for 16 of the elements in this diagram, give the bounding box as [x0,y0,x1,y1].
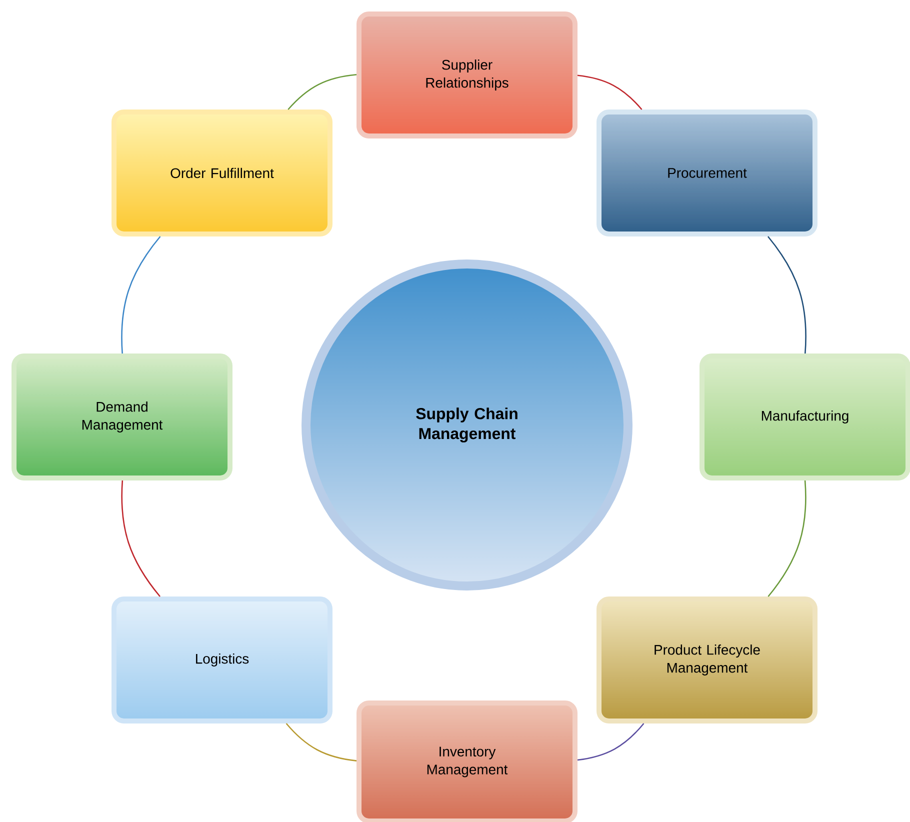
arc-connector [121,236,161,354]
process-box: Inventory Management [356,700,578,822]
process-box: Supplier Relationships [356,12,578,138]
process-box: Order Fulfillment [112,110,332,236]
arc-connector [577,74,642,110]
process-box: Manufacturing [700,354,910,480]
arc-connector [286,723,357,762]
arc-connector [121,480,160,597]
arc-connector [288,74,357,110]
arc-connector [767,236,806,354]
arc-connector [577,723,644,761]
process-box: Demand Management [12,354,232,480]
process-box: Logistics [112,596,332,724]
arc-connector [768,480,806,597]
process-box: Product Lifecycle Management [596,596,818,724]
process-box: Procurement [596,110,818,236]
